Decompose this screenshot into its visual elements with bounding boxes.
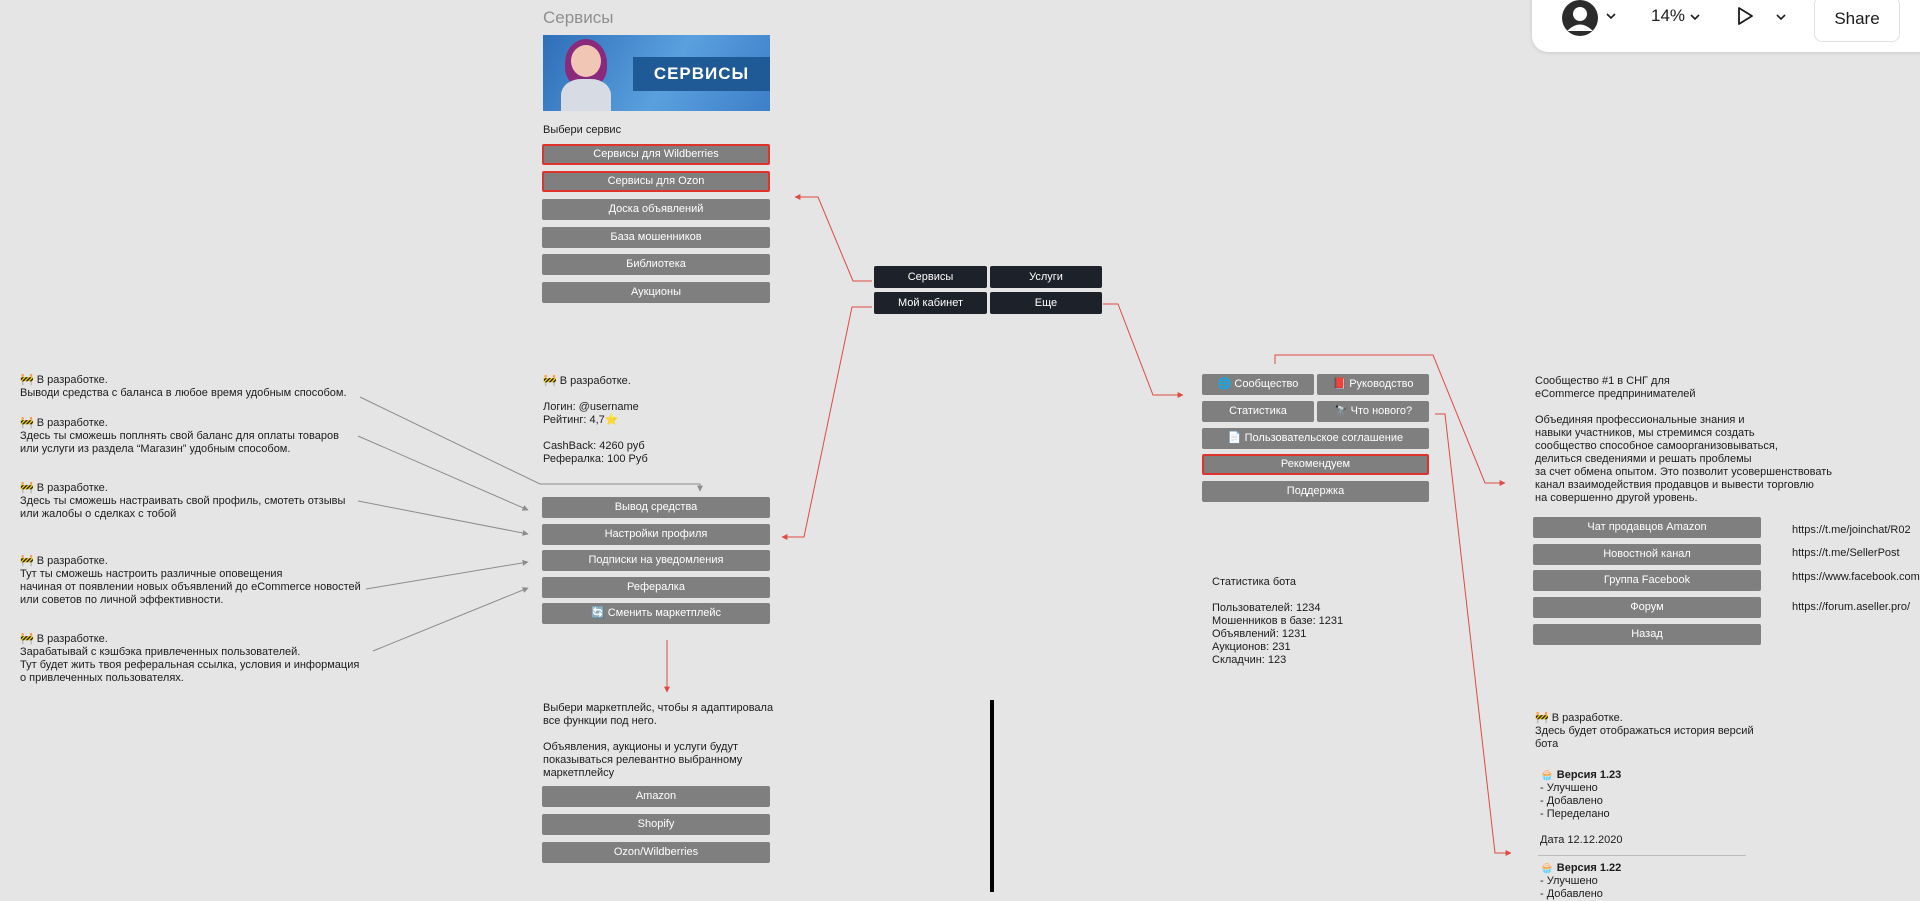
- chevron-down-icon[interactable]: [1605, 9, 1617, 21]
- annotation-line-5: [372, 587, 529, 652]
- annotation-line-2: [357, 435, 529, 511]
- services-banner: СЕРВИСЫ: [543, 35, 770, 111]
- user-agreement-button[interactable]: 📄 Пользовательское соглашение: [1202, 428, 1429, 449]
- version-1-23-items: - Улучшено - Добавлено - Переделано: [1540, 782, 1610, 820]
- library-button[interactable]: Библиотека: [542, 254, 770, 275]
- chevron-down-icon[interactable]: [1775, 10, 1787, 22]
- character-body: [561, 79, 611, 111]
- facebook-group-button[interactable]: Группа Facebook: [1533, 570, 1761, 591]
- annotation-topup: 🚧 В разработке. Здесь ты сможешь поплнят…: [20, 417, 339, 455]
- annotation-profile: 🚧 В разработке. Здесь ты сможешь настраи…: [20, 482, 346, 520]
- ozon-wildberries-button[interactable]: Ozon/Wildberries: [542, 842, 770, 863]
- community-button[interactable]: 🌐 Сообщество: [1202, 374, 1314, 395]
- annotation-notifications: 🚧 В разработке. Тут ты сможешь настроить…: [20, 555, 361, 606]
- back-button[interactable]: Назад: [1533, 624, 1761, 645]
- bot-statistics: Статистика бота Пользователей: 1234 Моше…: [1212, 576, 1344, 666]
- user-avatar-icon[interactable]: [1562, 0, 1598, 36]
- share-button[interactable]: Share: [1814, 0, 1900, 42]
- guide-button[interactable]: 📕 Руководство: [1317, 374, 1429, 395]
- version-1-22-items: - Улучшено - Добавлено: [1540, 875, 1603, 900]
- connector-more: [1103, 303, 1184, 398]
- connector-whats-new: [1435, 413, 1512, 856]
- connector-community: [1274, 354, 1506, 486]
- banner-text: СЕРВИСЫ: [653, 64, 750, 83]
- main-menu-services-button[interactable]: Сервисы: [874, 266, 987, 288]
- annotation-line-3: [357, 500, 529, 536]
- chevron-down-icon[interactable]: [1689, 10, 1701, 22]
- marketplace-text: Выбери маркетплейс, чтобы я адаптировала…: [543, 702, 774, 779]
- forum-link[interactable]: https://forum.aseller.pro/: [1792, 601, 1910, 613]
- main-menu-cabinet-button[interactable]: Мой кабинет: [874, 292, 987, 314]
- zoom-level[interactable]: 14%: [1651, 6, 1686, 25]
- connector-services: [794, 194, 872, 282]
- amazon-button[interactable]: Amazon: [542, 786, 770, 807]
- annotation-withdraw: 🚧 В разработке. Выводи средства с баланс…: [20, 374, 347, 399]
- facebook-group-link[interactable]: https://www.facebook.com: [1792, 571, 1920, 583]
- character-face: [571, 45, 601, 77]
- community-description: Сообщество #1 в СНГ для eCommerce предпр…: [1535, 375, 1833, 504]
- ads-board-button[interactable]: Доска объявлений: [542, 199, 770, 220]
- services-title: Сервисы: [543, 8, 614, 27]
- annotation-line-4: [365, 559, 529, 590]
- forum-button[interactable]: Форум: [1533, 597, 1761, 618]
- referral-button[interactable]: Рефералка: [542, 577, 770, 598]
- connector-cabinet: [781, 306, 872, 540]
- version-1-23-title: 🧁 Версия 1.23: [1540, 769, 1622, 781]
- recommend-button[interactable]: Рекомендуем: [1202, 454, 1429, 475]
- scammers-db-button[interactable]: База мошенников: [542, 227, 770, 248]
- wildberries-services-button[interactable]: Сервисы для Wildberries: [542, 144, 770, 165]
- annotation-referral: 🚧 В разработке. Зарабатывай с кэшбэка пр…: [20, 633, 360, 684]
- whats-new-button[interactable]: 🔭 Что нового?: [1317, 401, 1429, 422]
- auctions-button[interactable]: Аукционы: [542, 282, 770, 303]
- statistics-button[interactable]: Статистика: [1202, 401, 1314, 422]
- version-divider: [1538, 855, 1746, 856]
- profile-settings-button[interactable]: Настройки профиля: [542, 524, 770, 545]
- cabinet-info: 🚧 В разработке. Логин: @username Рейтинг…: [543, 375, 648, 465]
- change-marketplace-button[interactable]: 🔄 Сменить маркетплейс: [542, 603, 770, 624]
- annotation-line-1: [359, 396, 703, 492]
- ozon-services-button[interactable]: Сервисы для Ozon: [542, 171, 770, 192]
- version-1-23-date: Дата 12.12.2020: [1540, 834, 1623, 846]
- play-icon[interactable]: [1734, 5, 1756, 27]
- main-menu-uslugi-button[interactable]: Услуги: [990, 266, 1102, 288]
- changelog-intro: 🚧 В разработке. Здесь будет отображаться…: [1535, 712, 1754, 750]
- vertical-divider: [990, 700, 994, 892]
- shopify-button[interactable]: Shopify: [542, 814, 770, 835]
- subscriptions-button[interactable]: Подписки на уведомления: [542, 550, 770, 571]
- support-button[interactable]: Поддержка: [1202, 481, 1429, 502]
- withdraw-button[interactable]: Вывод средства: [542, 497, 770, 518]
- amazon-chat-button[interactable]: Чат продавцов Amazon: [1533, 517, 1761, 538]
- version-1-22-title: 🧁 Версия 1.22: [1540, 862, 1622, 874]
- news-channel-link[interactable]: https://t.me/SellerPost: [1792, 547, 1900, 559]
- amazon-chat-link[interactable]: https://t.me/joinchat/R02: [1792, 524, 1911, 536]
- banner-strip: [633, 57, 770, 91]
- main-menu-more-button[interactable]: Еще: [990, 292, 1102, 314]
- services-prompt: Выбери сервис: [543, 124, 622, 136]
- news-channel-button[interactable]: Новостной канал: [1533, 544, 1761, 565]
